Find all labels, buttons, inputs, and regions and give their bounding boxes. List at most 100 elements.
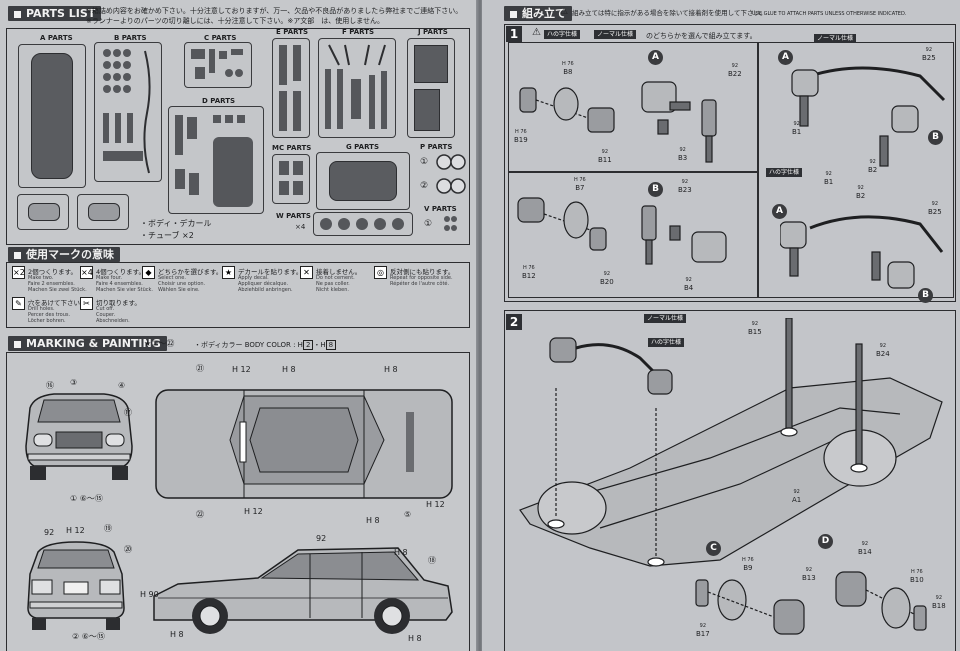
w-multiplier: ×4: [295, 223, 306, 231]
top-callout-h12-a: H 12: [232, 365, 251, 374]
step-2-tag-normal: ノーマル仕様: [644, 314, 687, 323]
mark-sub: Drill holes. Percer des trous. Löcher bo…: [28, 306, 71, 324]
star-decal-icon: ★: [222, 266, 235, 279]
parts-list-note-1: ※箱詰め内容をお確かめ下さい。十分注意しておりますが、万一、欠品や不良品がありま…: [86, 7, 463, 15]
j1-window-piece: [414, 45, 448, 83]
step-2-frame: [504, 310, 956, 651]
a-parts-label: A PARTS: [40, 34, 73, 42]
v-parts-label: V PARTS: [424, 205, 457, 213]
rear-callout-h12: H 12: [66, 526, 85, 535]
a1-chassis-piece: [31, 53, 73, 179]
f-parts-label: F PARTS: [342, 28, 375, 36]
b-parts-drawing: [103, 49, 151, 174]
c-parts-drawing: [191, 49, 243, 79]
a-small-runner-2: [77, 194, 129, 230]
parts-list-frame: [6, 28, 470, 245]
mark-apply-decal: ★ デカールを貼ります。 Apply decal. Appliquer déca…: [222, 266, 332, 300]
assembly-warning: 組み立ては特に指示がある場合を除いて接着剤を使用して下さい。: [572, 9, 767, 17]
right-sub-b-bottom: B: [918, 288, 933, 303]
a-small-runner-1: [17, 194, 69, 230]
step-1-right-drawing: [780, 66, 946, 289]
step-1b-frame: [508, 172, 758, 298]
car-top-view: [155, 389, 453, 499]
p-parts-label: P PARTS: [420, 143, 453, 151]
front-callout-17: ⑰: [124, 408, 132, 417]
right-sub-b-top: B: [928, 130, 943, 145]
top-callout-h12-b: H 12: [244, 507, 263, 516]
p-row-1-label: ①: [420, 157, 429, 167]
step-2-tag-hachi: ハの字仕様: [648, 338, 685, 347]
header-square-icon: [14, 10, 21, 18]
mark-sub: Repeat for opposite side. Répéter de l'a…: [390, 275, 453, 287]
mark-title: 接着しません。: [316, 268, 362, 276]
mark-sub: Select one. Choisir une option. Wählen S…: [158, 275, 206, 293]
mark-sub: Cut off. Couper. Abschneiden.: [96, 306, 130, 324]
mark-title: 穴をあけて下さい。: [28, 299, 87, 307]
assembly-warning-en: USE GLUE TO ATTACH PARTS UNLESS OTHERWIS…: [752, 11, 907, 17]
make-two-icon: ×2: [12, 266, 25, 279]
parts-list-note-2: ※ランナーよりのパーツの切り離しには、十分注意して下さい。※ア文部 は、使用しま…: [86, 17, 385, 25]
right-tag-hachi: ハの字仕様: [766, 168, 803, 177]
v-parts-drawing: [444, 216, 457, 231]
e-parts-drawing: [279, 45, 301, 131]
sub-a-badge: A: [648, 50, 663, 65]
a-small-piece-2: [88, 203, 120, 221]
top-callout-h12-c: H 12: [426, 500, 445, 509]
side-callout-h90: H 90: [140, 590, 159, 599]
step-1-frame: [504, 24, 956, 302]
mark-title: デカールを貼ります。: [238, 268, 303, 276]
step-1-warning-icon: ⚠: [532, 27, 541, 38]
j-parts-label: J PARTS: [418, 28, 448, 36]
header-square-icon: [14, 251, 21, 259]
marks-header: 使用マークの意味: [8, 247, 120, 262]
mark-drill-holes: ✎ 穴をあけて下さい。 Drill holes. Percer des trou…: [12, 297, 122, 331]
make-four-icon: ×4: [80, 266, 93, 279]
step-1a-frame: [508, 42, 758, 172]
side-callout-92: 92: [316, 534, 327, 543]
mark-sub: Apply decal. Appliquer décalque. Abziehb…: [238, 275, 293, 293]
sub-c-badge: C: [706, 541, 721, 556]
assembly-header: 組み立て: [504, 6, 572, 21]
body-decal-label: ・ボディ・デカール: [140, 219, 212, 228]
front-callout-4: ④: [118, 381, 126, 390]
f-parts-drawing: [325, 44, 387, 129]
step-2-number: 2: [506, 314, 522, 330]
marking-header: MARKING & PAINTING: [8, 336, 167, 351]
rear-callout-92: 92: [44, 528, 55, 537]
g-parts-label: G PARTS: [346, 143, 379, 151]
d-parts-label: D PARTS: [202, 97, 236, 105]
mc-parts-label: MC PARTS: [272, 144, 312, 152]
p-parts-tires: [436, 154, 466, 194]
w-parts-drawing: [320, 218, 404, 230]
right-sub-a-bottom: A: [772, 204, 787, 219]
mark-sub: Do not cement. Ne pas coller. Nicht kleb…: [316, 275, 355, 293]
mark-title: どちらかを選びます。: [158, 268, 223, 276]
w-parts-runner: [313, 212, 413, 236]
front-decal-range: ① ⑥〜⑮: [70, 494, 103, 503]
mark-cut-off: ✂ 切り取ります。 Cut off. Couper. Abschneiden.: [80, 297, 190, 331]
step-2-chassis-drawing: [519, 318, 943, 567]
no-cement-icon: ✕: [300, 266, 313, 279]
rear-decal-range: ② ⑥〜⑮: [72, 632, 105, 641]
top-callout-21: ㉑: [196, 364, 204, 373]
b-parts-label: B PARTS: [114, 34, 147, 42]
front-callout-16: ⑯: [46, 381, 54, 390]
step-2-cd-drawing: [695, 571, 927, 635]
c-parts-runner: [184, 42, 252, 88]
